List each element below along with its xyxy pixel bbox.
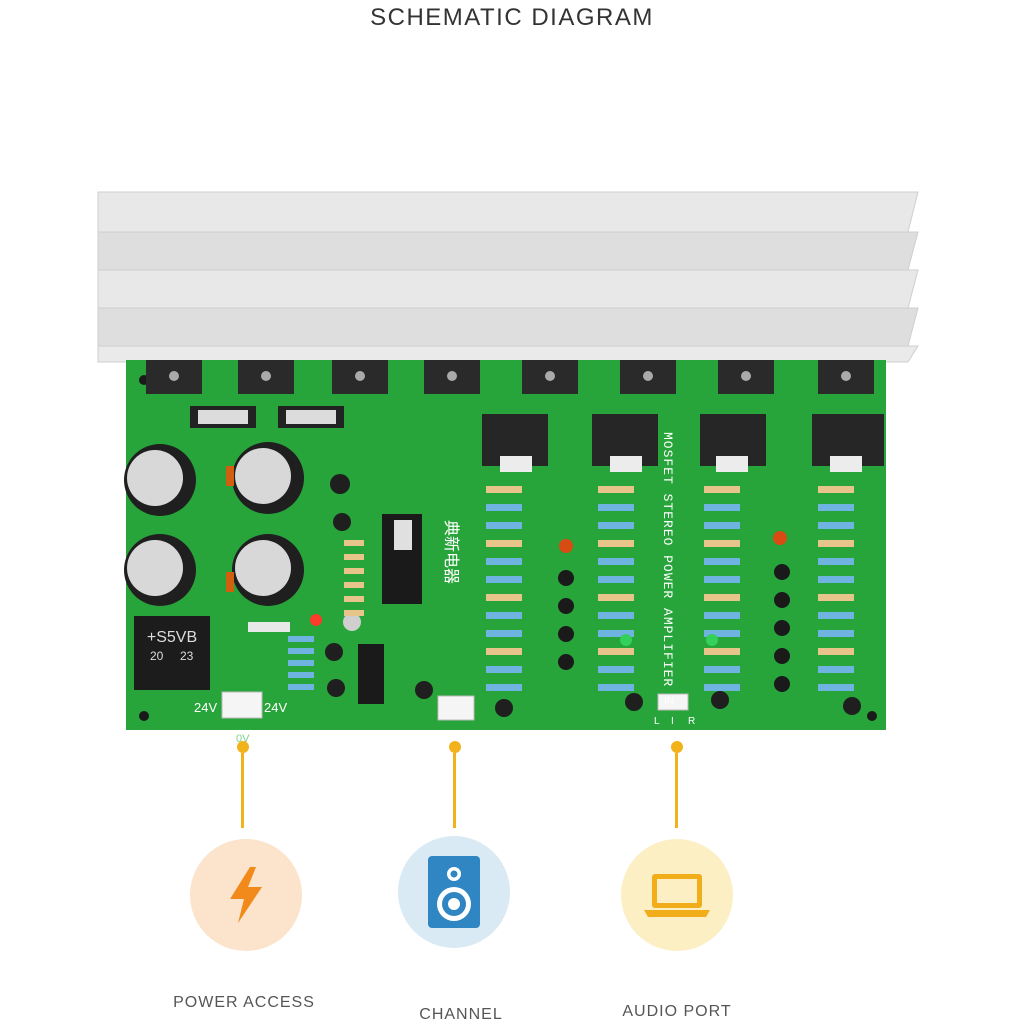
resistor: [288, 672, 314, 678]
resistor: [344, 610, 364, 616]
resistor: [486, 612, 522, 619]
resistor: [486, 594, 522, 601]
channel-label: CHANNEL: [419, 1006, 503, 1023]
resistor: [818, 522, 854, 529]
resistor: [704, 684, 740, 691]
resistor: [704, 648, 740, 655]
svg-text:+S5VB: +S5VB: [147, 629, 197, 646]
mosfet-row: [146, 360, 874, 394]
resistor: [486, 684, 522, 691]
power-access-leader-line: [241, 753, 244, 828]
heatsink: [97, 191, 919, 363]
svg-text:24V: 24V: [264, 700, 287, 715]
svg-text:典新电器: 典新电器: [442, 520, 461, 584]
resistor: [288, 648, 314, 654]
resistor: [598, 594, 634, 601]
resistor: [818, 558, 854, 565]
resistor: [704, 504, 740, 511]
resistor: [818, 540, 854, 547]
power-terminal: 24V 24V 0V: [194, 691, 287, 745]
channel-marker-dot: [449, 741, 461, 753]
audio-port-leader-line: [675, 753, 678, 828]
resistor: [598, 666, 634, 673]
resistor: [486, 522, 522, 529]
resistor: [288, 636, 314, 642]
resistor: [598, 558, 634, 565]
resistor: [598, 684, 634, 691]
resistor: [598, 612, 634, 619]
bridge-rectifier: +S5VB 20 23: [134, 616, 210, 690]
signal-transistors: [495, 531, 861, 717]
resistor: [598, 576, 634, 583]
resistor: [818, 666, 854, 673]
resistor: [598, 486, 634, 493]
svg-text:IN: IN: [664, 696, 674, 707]
svg-text:24V: 24V: [194, 700, 217, 715]
resistor: [486, 504, 522, 511]
resistor: [598, 648, 634, 655]
driver-heatsinks: [482, 414, 884, 472]
resistor: [704, 576, 740, 583]
power-access-marker-dot: [237, 741, 249, 753]
resistor: [704, 486, 740, 493]
resistor: [344, 596, 364, 602]
svg-text:I: I: [671, 716, 674, 727]
svg-text:20: 20: [150, 649, 164, 663]
resistor: [598, 540, 634, 547]
laptop-icon: [644, 874, 710, 917]
svg-text:L: L: [654, 716, 660, 727]
resistor: [344, 554, 364, 560]
resistor: [486, 630, 522, 637]
filter-capacitors: [124, 442, 304, 606]
svg-text:R: R: [688, 716, 695, 727]
resistor: [486, 540, 522, 547]
resistor: [704, 630, 740, 637]
amp-title-text: MOSFET STEREO POWER AMPLIFIER: [660, 432, 675, 687]
resistor: [818, 576, 854, 583]
resistor: [818, 648, 854, 655]
resistor: [818, 504, 854, 511]
resistor: [704, 612, 740, 619]
resistor: [818, 612, 854, 619]
power-access-label: POWER ACCESS: [173, 994, 315, 1011]
fuses: [190, 406, 344, 428]
resistor: [486, 486, 522, 493]
channel-circle: [398, 836, 510, 948]
resistor: [344, 582, 364, 588]
channel-leader-line: [453, 753, 456, 828]
resistor: [288, 660, 314, 666]
resistor: [344, 540, 364, 546]
resistor-arrays: [288, 486, 854, 691]
resistor: [486, 576, 522, 583]
page-title: SCHEMATIC DIAGRAM: [370, 4, 654, 31]
audio-port-marker-dot: [671, 741, 683, 753]
resistor: [704, 594, 740, 601]
resistor: [598, 504, 634, 511]
svg-text:23: 23: [180, 649, 194, 663]
audio-port-label: AUDIO PORT: [622, 1003, 732, 1020]
resistor: [598, 522, 634, 529]
resistor: [486, 558, 522, 565]
lightning-icon: [230, 867, 262, 923]
connectors: IN L I R: [437, 693, 695, 727]
speaker-icon: [428, 856, 480, 928]
small-components: 典新电器: [226, 466, 461, 704]
resistor: [818, 486, 854, 493]
resistor: [704, 522, 740, 529]
resistor: [818, 630, 854, 637]
resistor: [818, 594, 854, 601]
audio-port-circle: [621, 839, 733, 951]
resistor: [288, 684, 314, 690]
resistor: [704, 558, 740, 565]
resistor: [598, 630, 634, 637]
resistor: [704, 666, 740, 673]
resistor: [486, 648, 522, 655]
power-access-circle: [190, 839, 302, 951]
resistor: [344, 568, 364, 574]
resistor: [818, 684, 854, 691]
resistor: [704, 540, 740, 547]
resistor: [486, 666, 522, 673]
